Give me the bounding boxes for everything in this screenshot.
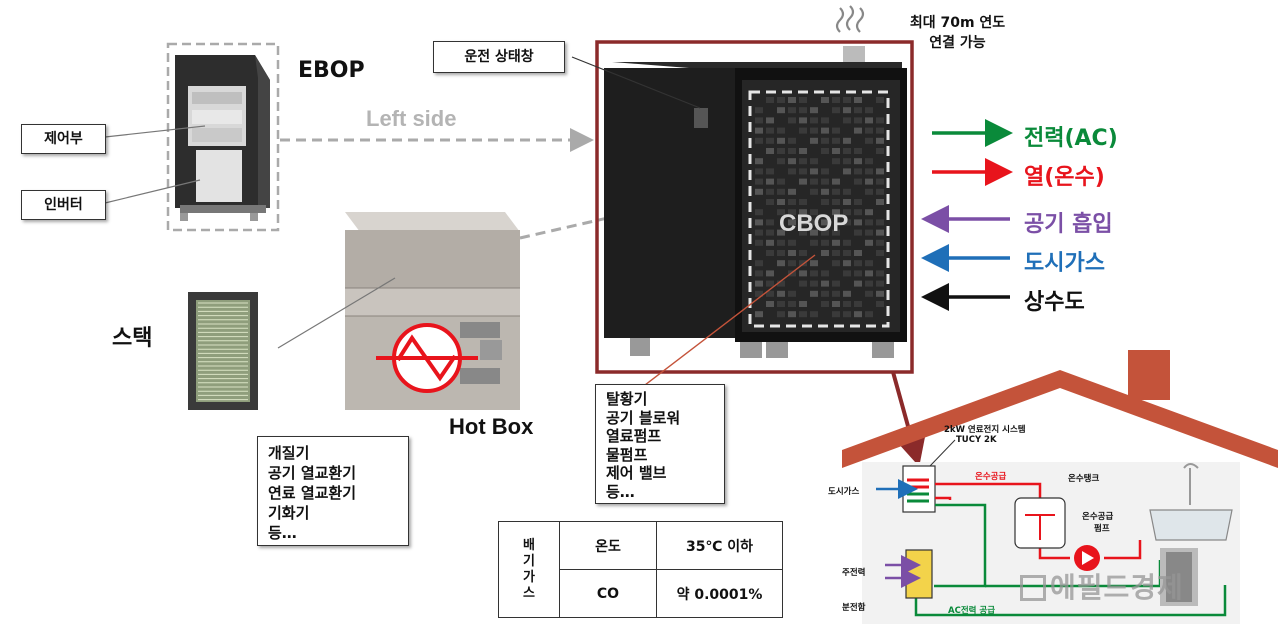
flue-note-line1: 최대 70m 연도 <box>909 15 1006 31</box>
legend-power: 전력(AC) <box>1024 126 1118 151</box>
hotbox-unit <box>345 212 520 410</box>
cbop_list-item: 물펌프 <box>606 445 648 464</box>
house-city-gas: 도시가스 <box>828 487 860 497</box>
legend-gas: 도시가스 <box>1024 251 1105 276</box>
legend-air: 공기 흡입 <box>1024 212 1113 237</box>
status-window-callout: 운전 상태창 <box>433 41 565 73</box>
stack-label: 스택 <box>112 326 153 351</box>
house-diagram <box>842 350 1278 624</box>
house-tank: 온수탱크 <box>1068 474 1100 484</box>
watermark-logo-icon <box>1020 575 1046 601</box>
left-side-label: Left side <box>366 106 457 131</box>
cbop_list-item: 등… <box>606 482 635 501</box>
watermark: 에필드경제 <box>1020 566 1184 606</box>
house-pump-line2: 펌프 <box>1094 524 1110 534</box>
hotbox_list-item: 연료 열교환기 <box>268 484 357 502</box>
exhaust-item-temp: 온도 <box>559 521 657 570</box>
house-system-line2: TUCY 2K <box>956 435 997 445</box>
legend-water: 상수도 <box>1024 290 1085 315</box>
cbop-label: CBOP <box>779 210 849 237</box>
cbop_list-item: 탈황기 <box>606 390 648 408</box>
cbop_list-item: 열료펌프 <box>606 427 662 445</box>
hotbox_list-item: 등… <box>268 524 297 542</box>
hotbox_list-item: 공기 열교환기 <box>268 464 357 482</box>
ebop-cabinet <box>166 42 280 232</box>
house-pump-line1: 온수공급 <box>1082 512 1114 522</box>
house-main-power: 주전력 <box>842 568 866 578</box>
cbop_list-item: 제어 밸브 <box>606 464 667 482</box>
legend-heat: 열(온수) <box>1024 165 1105 190</box>
product-frame <box>595 40 914 374</box>
exhaust-value-co: 약 0.0001% <box>656 569 783 618</box>
exhaust-value-temp: 35℃ 이하 <box>656 521 783 570</box>
inverter-callout: 인버터 <box>21 190 106 220</box>
stack-unit <box>188 292 258 410</box>
exhaust-item-co: CO <box>559 569 657 618</box>
cbop_list-item: 공기 블로워 <box>606 408 681 427</box>
house-system-line1: 2kW 연료전지 시스템 <box>944 425 1026 435</box>
hotbox_list-item: 개질기 <box>268 444 310 462</box>
ebop-label: EBOP <box>298 58 365 83</box>
house-ac-supply: AC전력 공급 <box>948 606 996 616</box>
flue-note-line2: 연결 가능 <box>929 35 986 51</box>
legend-arrows <box>921 119 1013 311</box>
hotbox-label: Hot Box <box>449 414 534 439</box>
house-panel: 분전함 <box>842 603 866 613</box>
hotbox_list-item: 기화기 <box>268 504 310 522</box>
house-hot-supply: 온수공급 <box>975 472 1007 482</box>
control-unit-callout: 제어부 <box>21 124 106 154</box>
